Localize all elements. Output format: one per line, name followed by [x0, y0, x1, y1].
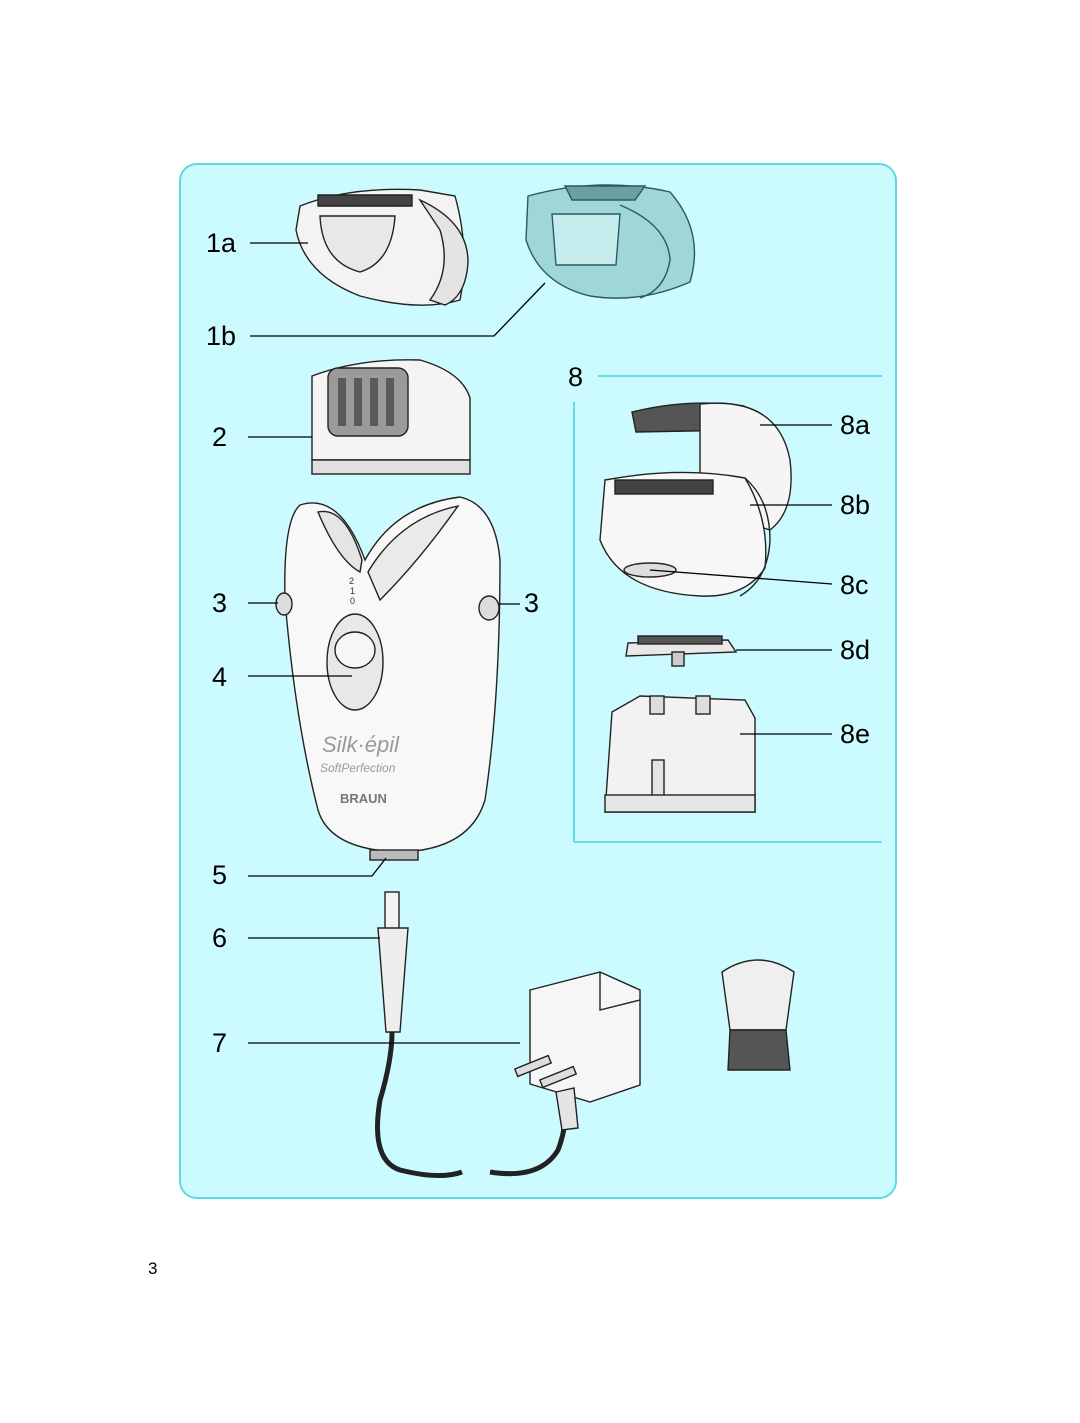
label-8c: 8c: [840, 570, 869, 600]
brand-line1: Silk·épil: [322, 732, 400, 757]
label-7: 7: [212, 1028, 227, 1058]
label-3-left: 3: [212, 588, 227, 618]
maker-logo: BRAUN: [340, 791, 387, 806]
cleaning-brush: [721, 959, 795, 1071]
brand-line2: SoftPerfection: [320, 761, 396, 775]
label-6: 6: [212, 923, 227, 953]
trimmer-blade-8d: [625, 635, 738, 667]
transparent-cap-1b: [525, 184, 696, 299]
label-8e: 8e: [840, 719, 870, 749]
switch-mark-1: 1: [350, 586, 355, 596]
switch-mark-2: 2: [349, 576, 354, 586]
shaver-head-8b: [599, 471, 771, 597]
adapter-8e: [604, 695, 756, 813]
group-8-bracket: [573, 375, 882, 843]
label-1a: 1a: [206, 228, 237, 258]
label-8: 8: [568, 362, 583, 392]
label-2: 2: [212, 422, 227, 452]
shaver-cap-1a: [295, 188, 469, 306]
label-8d: 8d: [840, 635, 870, 665]
charger-7: [513, 971, 641, 1131]
label-5: 5: [212, 860, 227, 890]
leader-lines: [248, 242, 833, 1044]
label-8b: 8b: [840, 490, 870, 520]
epilator-body: [275, 496, 501, 861]
power-cord-6: [375, 891, 569, 1178]
label-1b: 1b: [206, 321, 236, 351]
label-3-right: 3: [524, 588, 539, 618]
epilation-head-2: [311, 359, 471, 475]
switch-mark-0: 0: [350, 596, 355, 606]
label-4: 4: [212, 662, 227, 692]
label-8a: 8a: [840, 410, 871, 440]
page-number: 3: [148, 1259, 158, 1278]
